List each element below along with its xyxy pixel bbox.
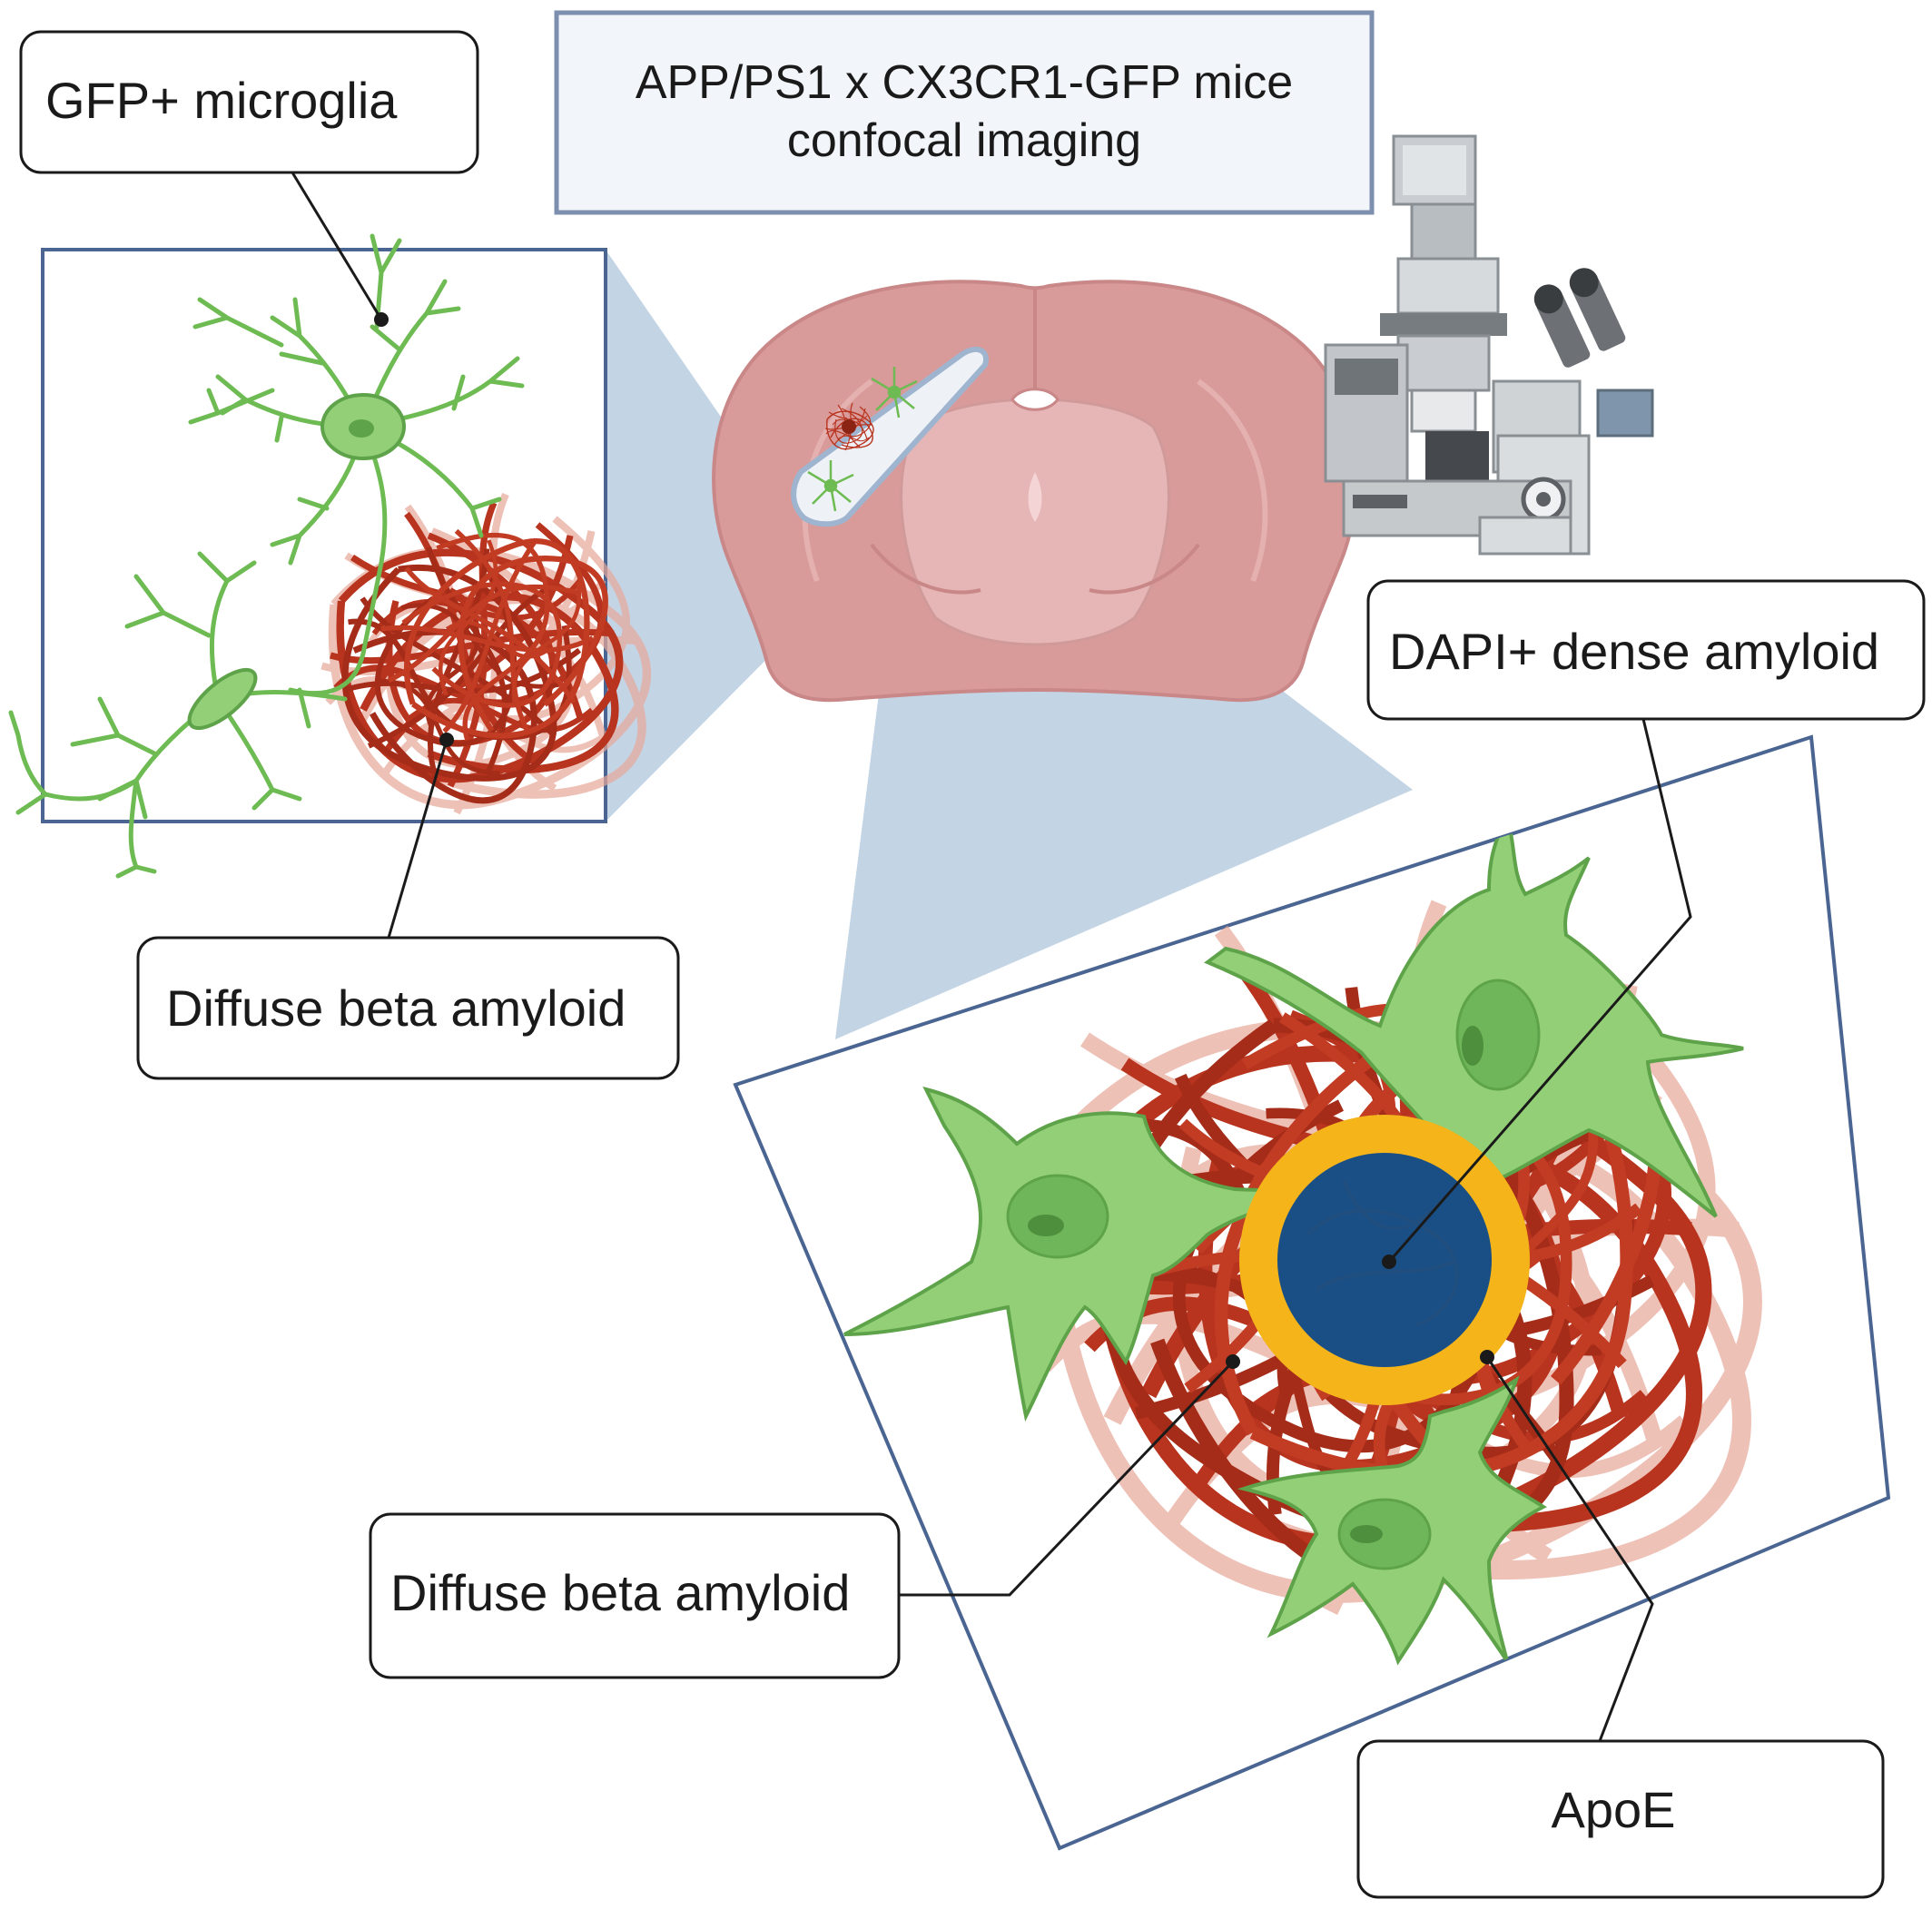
label-diffuse-beta-bottom: Diffuse beta amyloid bbox=[369, 1512, 901, 1679]
label-diffuse-beta-top: Diffuse beta amyloid bbox=[136, 936, 680, 1080]
header-box: APP/PS1 x CX3CR1-GFP mice confocal imagi… bbox=[554, 10, 1375, 215]
microglia-soma-lower bbox=[187, 667, 258, 731]
microglia-large-cell-top bbox=[1204, 812, 1744, 1218]
label-gfp-microglia: GFP+ microglia bbox=[19, 30, 479, 174]
header-line-1: APP/PS1 x CX3CR1-GFP mice bbox=[636, 56, 1293, 109]
label-apoe: ApoE bbox=[1356, 1739, 1885, 1899]
dapi-core-texture bbox=[1306, 1179, 1459, 1327]
label-diffuse-beta-bottom-text: Diffuse beta amyloid bbox=[390, 1564, 850, 1621]
leader-diffuse-bottom bbox=[899, 1360, 1235, 1597]
label-apoe-text: ApoE bbox=[1552, 1781, 1676, 1838]
leader-diffuse-top bbox=[387, 739, 448, 939]
confocal-microscope-icon bbox=[1324, 134, 1654, 556]
label-dapi-dense: DAPI+ dense amyloid bbox=[1366, 579, 1926, 721]
header-line-2: confocal imaging bbox=[787, 114, 1141, 167]
microglia-large-cell-bottom bbox=[1237, 1375, 1547, 1666]
label-gfp-microglia-text: GFP+ microglia bbox=[45, 72, 398, 129]
microglia-large-cell-left bbox=[843, 1087, 1314, 1422]
leader-dapi bbox=[1387, 718, 1692, 1263]
projection-to-left-box bbox=[606, 250, 822, 822]
microglia-cell-icon bbox=[188, 233, 525, 696]
label-diffuse-beta-top-text: Diffuse beta amyloid bbox=[166, 979, 626, 1037]
leader-gfp-microglia bbox=[291, 172, 383, 320]
microglia-extension bbox=[8, 710, 157, 879]
leader-apoe bbox=[1485, 1356, 1654, 1742]
microglia-soma-left bbox=[320, 393, 406, 460]
coronal-brain-section-icon bbox=[712, 280, 1358, 703]
leader-dots bbox=[374, 312, 1494, 1369]
label-dapi-dense-text: DAPI+ dense amyloid bbox=[1389, 623, 1879, 680]
brain-inset-microglia bbox=[807, 367, 918, 512]
leader-lines bbox=[291, 172, 1692, 1742]
